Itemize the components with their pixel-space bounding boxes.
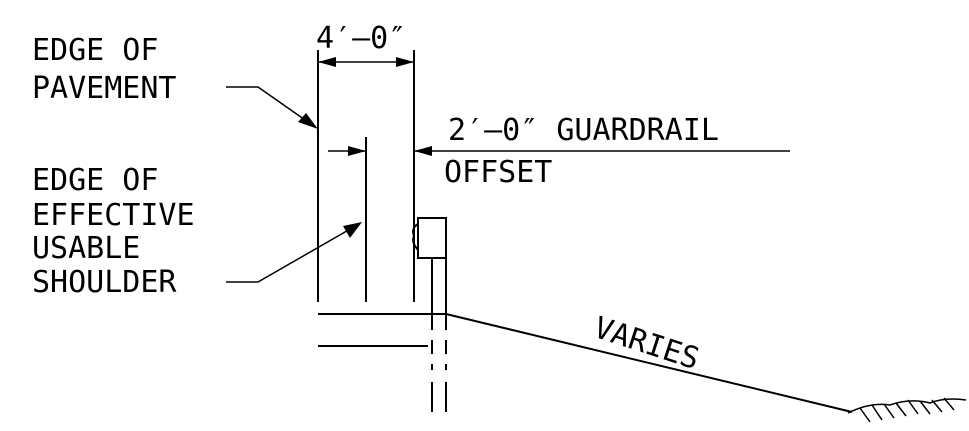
usable-shoulder-leader [226, 227, 353, 283]
width-dimension-label: 4′–0″ [316, 21, 406, 56]
slope-line [445, 313, 853, 413]
guardrail-offset-label: 2′–0″ GUARDRAIL [448, 113, 719, 148]
usable-shoulder-leader-arrow [343, 222, 362, 238]
usable-shoulder-label-line4: SHOULDER [32, 265, 177, 300]
ground-hatch-marks [859, 397, 955, 423]
edge-of-pavement-label-line1: EDGE OF [32, 33, 158, 68]
offset-dimension-arrow-left [348, 146, 366, 156]
edge-of-pavement-label-line2: PAVEMENT [32, 71, 177, 106]
edge-of-pavement-leader [226, 86, 309, 123]
width-dimension-arrow-right [396, 57, 414, 67]
slope-label: VARIES [590, 310, 704, 377]
ground-hatch [847, 398, 967, 414]
guardrail-block [417, 217, 447, 259]
usable-shoulder-label-line3: USABLE [32, 231, 140, 266]
edge-of-pavement-leader-arrow [298, 113, 318, 129]
usable-shoulder-label-line1: EDGE OF [32, 163, 158, 198]
usable-shoulder-label-line2: EFFECTIVE [32, 198, 195, 233]
guardrail-offset-label-line2: OFFSET [444, 155, 552, 190]
offset-dimension-arrow-right [414, 146, 432, 156]
guardrail-beam [412, 223, 419, 251]
width-dimension-arrow-left [318, 57, 336, 67]
